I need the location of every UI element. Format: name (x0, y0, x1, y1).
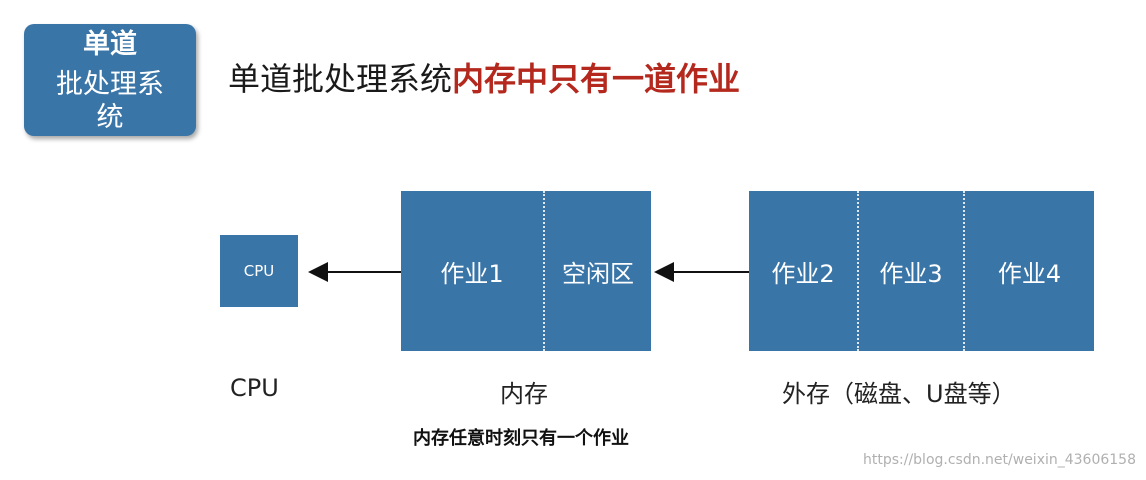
watermark: https://blog.csdn.net/weixin_43606158 (862, 452, 1136, 468)
memory-cell-job1: 作业1 (440, 259, 504, 288)
diagram-caption: 内存任意时刻只有一个作业 (413, 428, 629, 449)
badge-line-1: 单道 (83, 29, 137, 60)
cpu-box: CPU (220, 235, 298, 307)
external-storage-box: 作业2 作业3 作业4 (749, 191, 1094, 351)
heading-highlight: 内存中只有一道作业 (452, 60, 741, 98)
badge-line-2b: 统 (96, 102, 124, 133)
badge-line-2a: 批处理系 (56, 69, 164, 100)
heading-prefix: 单道批处理系统 (228, 60, 453, 98)
external-cell-job4: 作业4 (997, 259, 1062, 288)
external-divider-1 (857, 191, 859, 351)
external-divider-2 (963, 191, 965, 351)
memory-box: 作业1 空闲区 (401, 191, 651, 351)
badge-line-2: 批处理系 统 (24, 68, 196, 133)
external-storage-label: 外存（磁盘、U盘等） (782, 380, 1016, 408)
external-cell-job3: 作业3 (879, 259, 943, 288)
memory-divider (543, 191, 545, 351)
external-cell-job2: 作业2 (771, 259, 835, 288)
title-badge: 单道 批处理系 统 (24, 24, 196, 136)
cpu-label: CPU (230, 374, 279, 402)
memory-label: 内存 (500, 380, 548, 408)
slide-heading: 单道批处理系统内存中只有一道作业 (228, 58, 740, 100)
memory-cell-free: 空闲区 (562, 259, 634, 288)
